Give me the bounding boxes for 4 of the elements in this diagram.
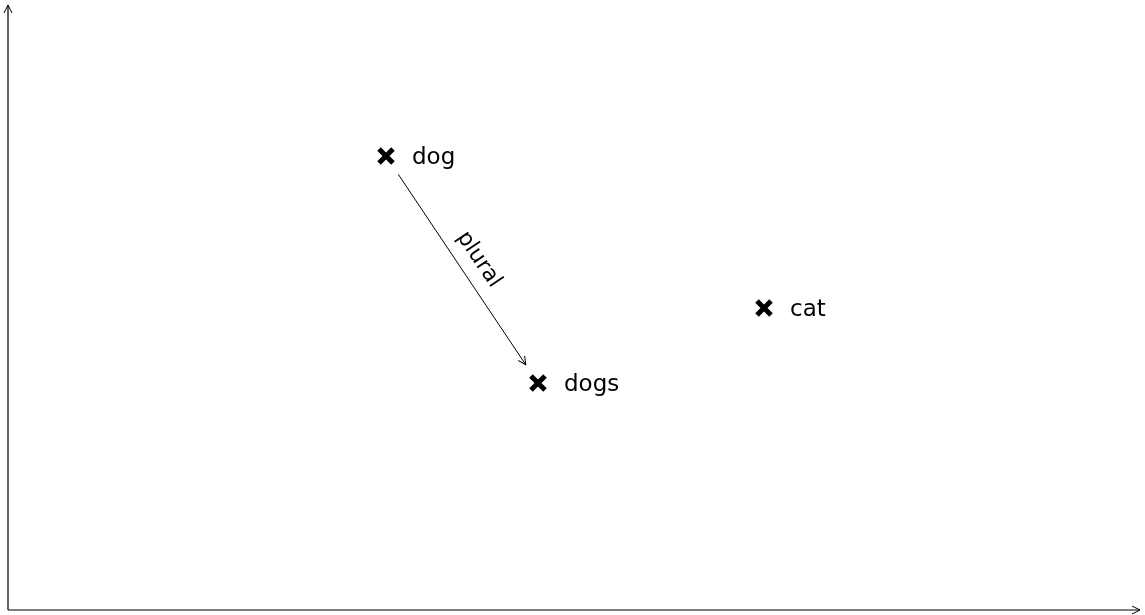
point-label: dogs	[564, 369, 620, 398]
point-label: dog	[412, 142, 456, 171]
point-label: cat	[790, 294, 826, 323]
arrow	[397, 173, 527, 366]
